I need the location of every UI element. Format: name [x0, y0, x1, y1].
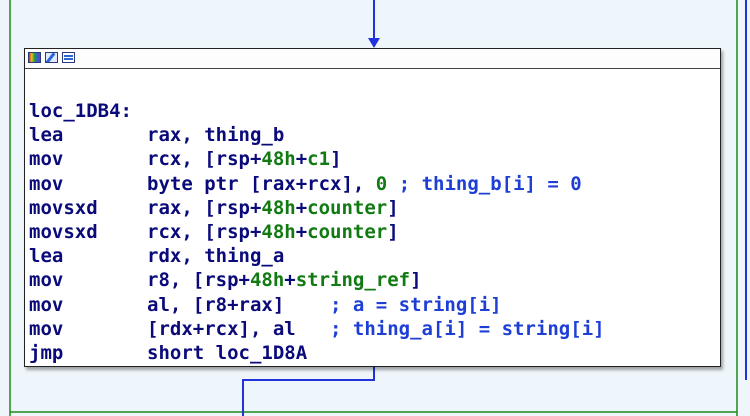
stack-variable: counter: [307, 196, 388, 219]
instruction-operand: ]: [387, 220, 399, 243]
instruction-line[interactable]: lea rdx, thing_a: [29, 244, 716, 268]
instruction-operand: short loc_1D8A: [147, 341, 308, 364]
instruction-operand: byte ptr [rax+rcx],: [147, 172, 376, 195]
instruction-operand: ]: [387, 196, 399, 219]
instruction-line[interactable]: mov byte ptr [rax+rcx], 0 ; thing_b[i] = …: [29, 172, 716, 196]
instruction-line[interactable]: mov [rdx+rcx], al ; thing_a[i] = string[i…: [29, 317, 716, 341]
instruction-operand: r8, [rsp+: [147, 269, 250, 292]
instruction-mnemonic: mov: [29, 148, 64, 171]
instruction-operand: +: [284, 269, 296, 292]
instruction-mnemonic: lea: [29, 124, 64, 147]
instruction-mnemonic: movsxd: [29, 196, 98, 219]
numeric-literal: 48h: [261, 220, 296, 243]
incoming-edge-arrow: [368, 38, 380, 48]
instruction-comment: ; thing_b[i] = 0: [398, 172, 582, 195]
palette-icon[interactable]: [28, 52, 41, 63]
instruction-operand: rdx, thing_a: [147, 245, 285, 268]
instruction-line[interactable]: mov rcx, [rsp+48h+c1]: [29, 147, 716, 171]
instruction-operand: [387, 173, 398, 195]
instruction-operand: [rdx+rcx], al: [147, 317, 331, 340]
instruction-line[interactable]: mov al, [r8+rax] ; a = string[i]: [29, 293, 716, 317]
outgoing-edge[interactable]: [242, 367, 375, 416]
stack-variable: c1: [307, 148, 331, 171]
instruction-operand: al, [r8+rax]: [147, 293, 331, 316]
instruction-operand: ]: [330, 148, 342, 171]
instruction-line[interactable]: jmp short loc_1D8A: [29, 341, 716, 365]
stack-variable: string_ref: [295, 269, 411, 292]
instruction-mnemonic: jmp: [29, 341, 64, 364]
instruction-operand: rax, [rsp+: [147, 196, 262, 219]
instruction-line[interactable]: mov r8, [rsp+48h+string_ref]: [29, 268, 716, 292]
numeric-literal: 48h: [261, 148, 296, 171]
instruction-line[interactable]: lea rax, thing_b: [29, 123, 716, 147]
edit-icon[interactable]: [45, 52, 58, 63]
numeric-literal: 48h: [249, 269, 285, 292]
graph-icon[interactable]: [62, 52, 75, 63]
instruction-operand: rax, thing_b: [147, 124, 285, 147]
instruction-mnemonic: lea: [29, 245, 64, 268]
instruction-operand: +: [295, 220, 308, 243]
instruction-operand: +: [295, 148, 308, 171]
instruction-operand: rcx, [rsp+: [147, 148, 262, 171]
instruction-comment: ; thing_a[i] = string[i]: [330, 317, 605, 340]
instruction-mnemonic: mov: [29, 293, 64, 316]
instruction-mnemonic: mov: [29, 172, 64, 195]
node-header: [25, 49, 720, 69]
stack-variable: counter: [307, 220, 388, 243]
instruction-mnemonic: mov: [29, 269, 64, 292]
instruction-operand: ]: [410, 269, 422, 292]
instruction-line[interactable]: movsxd rcx, [rsp+48h+counter]: [29, 220, 716, 244]
instruction-comment: ; a = string[i]: [330, 293, 502, 316]
location-label[interactable]: loc_1DB4:: [29, 100, 132, 122]
instruction-operand: rcx, [rsp+: [147, 220, 262, 243]
instruction-mnemonic: mov: [29, 317, 64, 340]
numeric-literal: 0: [375, 172, 388, 195]
instruction-operand: +: [295, 196, 308, 219]
instruction-line[interactable]: movsxd rax, [rsp+48h+counter]: [29, 196, 716, 220]
numeric-literal: 48h: [261, 196, 296, 219]
instruction-mnemonic: movsxd: [29, 220, 98, 243]
